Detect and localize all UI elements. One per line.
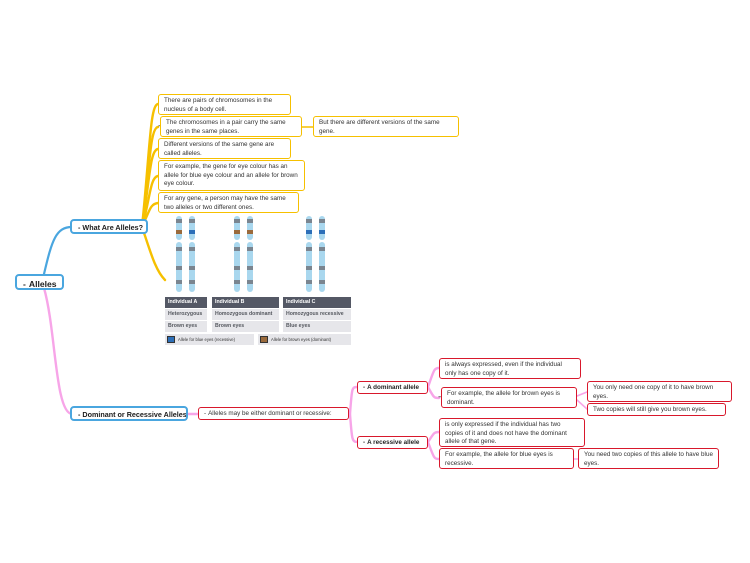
link-dominant-p2 [426,385,441,400]
individual-b-eyes: Brown eyes [212,321,279,332]
dominant-allele-node[interactable]: -A dominant allele [357,381,428,394]
what-sub-point[interactable]: But there are different versions of the … [313,116,459,137]
link-what-figure [140,225,167,282]
chromosome [319,242,325,292]
chromosome [306,242,312,292]
collapse-toggle[interactable]: - [363,439,366,446]
collapse-toggle[interactable]: - [78,410,81,419]
collapse-toggle-dominant-example[interactable]: - [438,392,442,402]
legend-brown: Allele for brown eyes (dominant) [258,334,351,345]
recessive-allele-node[interactable]: -A recessive allele [357,436,428,449]
what-point-3[interactable]: Different versions of the same gene are … [158,138,291,159]
what-sub-point-text: But there are different versions of the … [319,119,440,135]
what-point-2-text: The chromosomes in a pair carry the same… [166,119,286,135]
chromosome [189,242,195,292]
dom-intro-text: Alleles may be either dominant or recess… [208,410,332,417]
individual-c-name: Individual C [283,297,351,308]
chromosome [319,216,325,240]
dominant-sub-point-1[interactable]: You only need one copy of it to have bro… [587,381,732,402]
dominant-label: A dominant allele [367,384,420,391]
dominant-point-1[interactable]: is always expressed, even if the individ… [439,358,581,379]
recessive-point-1[interactable]: is only expressed if the individual has … [439,418,585,447]
recessive-point-2[interactable]: For example, the allele for blue eyes is… [439,448,574,469]
link-intro-recessive [348,412,360,444]
individual-c-eyes: Blue eyes [283,321,351,332]
recessive-point-1-text: is only expressed if the individual has … [445,421,567,445]
recessive-sub-point-1-text: You need two copies of this allele to ha… [584,451,713,467]
dominant-point-1-text: is always expressed, even if the individ… [445,361,562,377]
chromosome [176,242,182,292]
blue-swatch [167,336,175,343]
allele-figure: Individual A Individual B Individual C H… [165,212,355,348]
chromosome-pair-c [306,216,326,296]
chromosome [234,242,240,292]
chromosome [306,216,312,240]
what-point-4[interactable]: For example, the gene for eye colour has… [158,160,305,191]
recessive-point-2-text: For example, the allele for blue eyes is… [445,451,553,467]
individual-b-type: Homozygous dominant [212,309,279,320]
legend-blue-label: Allele for blue eyes (recessive) [178,337,236,342]
legend-blue: Allele for blue eyes (recessive) [165,334,254,345]
individual-a-name: Individual A [165,297,207,308]
brown-swatch [260,336,268,343]
link-what-3 [140,147,160,229]
individual-a-type: Heterozygous [165,309,207,320]
what-point-1-text: There are pairs of chromosomes in the nu… [164,97,273,113]
individual-a-eyes: Brown eyes [165,321,207,332]
chromosome [176,216,182,240]
what-point-2[interactable]: The chromosomes in a pair carry the same… [160,116,302,137]
collapse-toggle[interactable]: - [363,384,366,391]
individual-c-type: Homozygous recessive [283,309,351,320]
chromosome-pair-a [176,216,196,296]
what-point-4-text: For example, the gene for eye colour has… [164,163,298,187]
link-root-what [42,225,74,276]
collapse-toggle[interactable]: - [23,279,26,289]
dominant-point-2-text: For example, the allele for brown eyes i… [447,390,561,406]
collapse-toggle[interactable]: - [78,223,81,232]
chromosome [189,216,195,240]
recessive-label: A recessive allele [367,439,420,446]
individual-b-name: Individual B [212,297,279,308]
link-intro-dominant [348,385,360,416]
chromosome [247,216,253,240]
dominant-sub-point-1-text: You only need one copy of it to have bro… [593,384,714,400]
dom-label: Dominant or Recessive Alleles [82,410,187,419]
collapse-toggle[interactable]: - [204,410,207,417]
root-label: Alleles [28,279,57,289]
dominant-sub-point-2[interactable]: Two copies will still give you brown eye… [587,403,726,416]
what-point-1[interactable]: There are pairs of chromosomes in the nu… [158,94,291,115]
what-point-3-text: Different versions of the same gene are … [164,141,275,157]
what-are-alleles-node[interactable]: -What Are Alleles? [70,219,148,234]
what-point-5-text: For any gene, a person may have the same… [164,195,286,211]
recessive-sub-point-1[interactable]: You need two copies of this allele to ha… [578,448,719,469]
what-label: What Are Alleles? [82,223,143,232]
collapse-toggle-point-2[interactable]: - [158,122,161,131]
link-recessive-p2 [426,440,441,461]
chromosome [247,242,253,292]
dominant-point-2[interactable]: For example, the allele for brown eyes i… [441,387,577,408]
legend-brown-label: Allele for brown eyes (dominant) [271,337,332,342]
dominant-sub-point-2-text: Two copies will still give you brown eye… [593,406,707,413]
chromosome [234,216,240,240]
link-dom-sub1 [576,391,588,397]
link-recessive-p1 [426,430,441,444]
dominant-recessive-node[interactable]: -Dominant or Recessive Alleles [70,406,188,421]
link-dominant-p1 [426,366,441,389]
link-dom-sub2 [576,399,588,410]
link-root-dom [42,286,74,416]
dom-intro-node[interactable]: -Alleles may be either dominant or reces… [198,407,349,420]
chromosome-pair-b [234,216,254,296]
root-node[interactable]: -Alleles [15,274,64,290]
what-point-5[interactable]: For any gene, a person may have the same… [158,192,299,213]
